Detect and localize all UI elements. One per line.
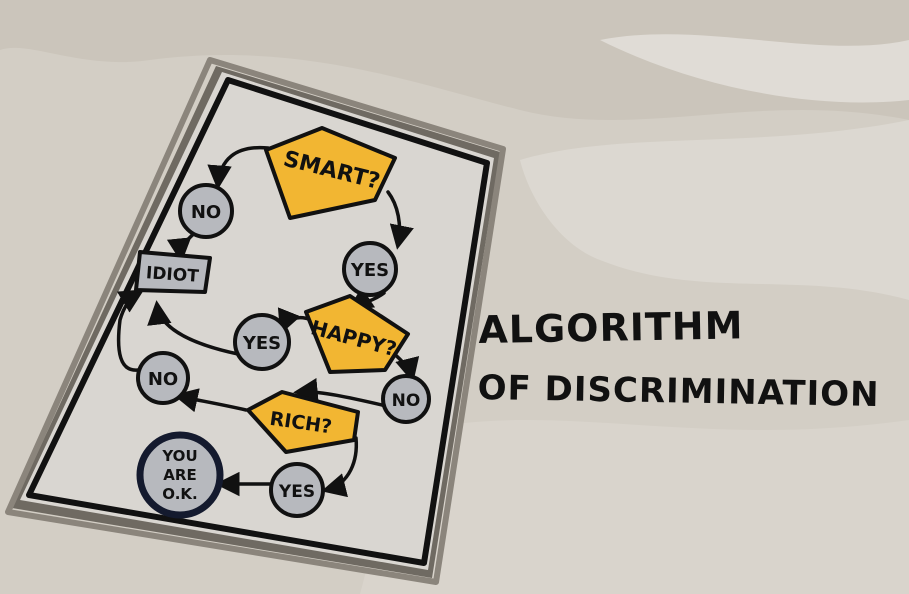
connector-rich-yes bbox=[321, 436, 359, 498]
svg-text:YES: YES bbox=[242, 333, 281, 354]
node-yes-2: YES bbox=[233, 313, 291, 371]
decision-happy: HAPPY? bbox=[304, 294, 410, 374]
node-no-1: NO bbox=[178, 183, 234, 239]
connector-smart-no bbox=[207, 145, 270, 190]
svg-text:IDIOT: IDIOT bbox=[145, 263, 199, 287]
decision-rich: RICH? bbox=[246, 390, 360, 454]
connector-smart-yes bbox=[386, 190, 414, 250]
svg-text:NO: NO bbox=[148, 369, 178, 390]
node-no-2: NO bbox=[136, 351, 190, 405]
svg-text:NO: NO bbox=[191, 202, 221, 223]
node-idiot: IDIOT bbox=[134, 250, 212, 294]
connector-yes-idiot bbox=[147, 300, 240, 356]
svg-text:NO: NO bbox=[392, 391, 421, 411]
node-yes-3: YES bbox=[269, 462, 325, 518]
caption-line-2: OF DISCRIMINATION bbox=[477, 368, 880, 416]
node-no-3: NO bbox=[381, 374, 431, 424]
connector-no-idiot-left bbox=[116, 289, 145, 372]
caption-line-1: ALGORITHM bbox=[478, 303, 744, 352]
svg-text:YES: YES bbox=[350, 260, 389, 281]
connector-rich-no bbox=[173, 388, 248, 413]
svg-text:O.K.: O.K. bbox=[162, 485, 197, 503]
node-yes-1: YES bbox=[342, 241, 398, 297]
svg-text:ARE: ARE bbox=[163, 466, 196, 484]
svg-text:YOU: YOU bbox=[161, 447, 197, 465]
svg-text:YES: YES bbox=[278, 482, 315, 502]
node-you-are-ok: YOU ARE O.K. bbox=[136, 431, 224, 519]
decision-smart: SMART? bbox=[264, 126, 397, 220]
